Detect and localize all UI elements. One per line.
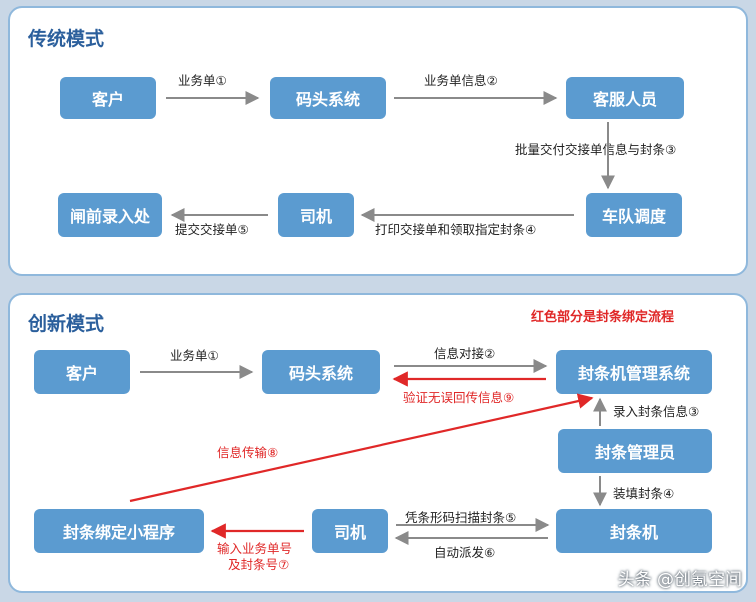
node-customer: 客户: [60, 77, 156, 119]
edge-label-t2: 业务单信息②: [424, 73, 498, 88]
node-driver: 司机: [278, 193, 354, 237]
node-gate-entry: 闸前录入处: [58, 193, 162, 237]
node-terminal-system: 码头系统: [270, 77, 386, 119]
node-customer-2: 客户: [34, 350, 130, 394]
edge-label-i4: 装填封条④: [613, 486, 675, 501]
edge-label-i5: 凭条形码扫描封条⑤: [405, 510, 517, 525]
seal-binding-note: 红色部分是封条绑定流程: [531, 310, 675, 325]
edge-label-t4: 打印交接单和领取指定封条④: [375, 222, 537, 237]
traditional-mode-title: 传统模式: [28, 28, 105, 50]
edge-label-t5: 提交交接单⑤: [175, 222, 249, 237]
edge-label-t1: 业务单①: [178, 73, 227, 88]
edge-label-i7a: 输入业务单号: [217, 541, 293, 556]
node-customer-service: 客服人员: [566, 77, 684, 119]
edge-label-i6: 自动派发⑥: [434, 545, 496, 560]
edge-label-i8: 信息传输⑧: [217, 445, 279, 460]
edge-label-i1: 业务单①: [170, 348, 219, 363]
node-seal-admin: 封条管理员: [558, 429, 712, 473]
watermark: 头条 @创氪空间: [617, 570, 742, 590]
node-driver-2: 司机: [312, 509, 388, 553]
node-seal-machine: 封条机: [556, 509, 712, 553]
edge-label-i9: 验证无误回传信息⑨: [403, 390, 515, 405]
node-fleet-dispatch: 车队调度: [586, 193, 682, 237]
node-seal-binding-mini-program: 封条绑定小程序: [34, 509, 204, 553]
edge-label-t3: 批量交付交接单信息与封条③: [515, 142, 677, 157]
node-terminal-system-2: 码头系统: [262, 350, 380, 394]
edge-label-i7b: 及封条号⑦: [228, 557, 290, 572]
arrow-i8: [129, 393, 594, 503]
edge-label-i2: 信息对接②: [434, 346, 496, 361]
innovation-mode-title: 创新模式: [28, 313, 105, 335]
edge-label-i3: 录入封条信息③: [613, 404, 700, 419]
node-seal-machine-system: 封条机管理系统: [556, 350, 712, 394]
